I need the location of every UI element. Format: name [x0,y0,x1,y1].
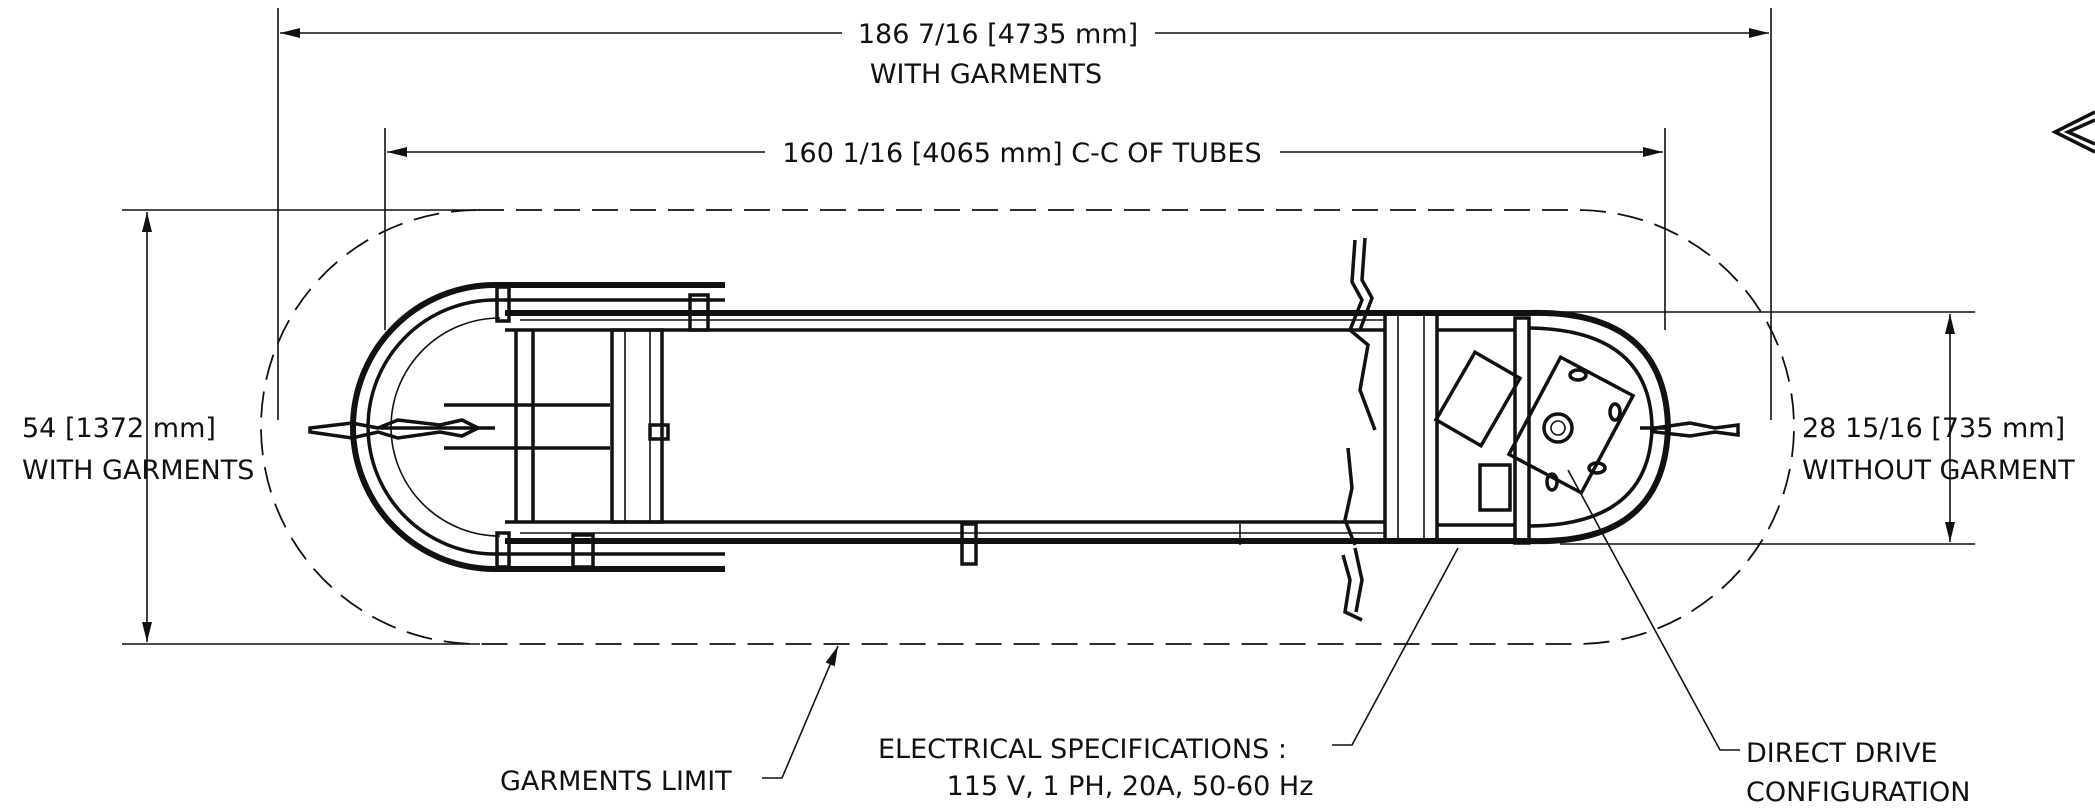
dimension-tube-centers: 160 1/16 [4065 mm] C-C OF TUBES [384,128,1666,330]
direct-drive-label-line2: CONFIGURATION [1746,777,1970,808]
height-without-garments-note: WITHOUT GARMENT [1802,455,2075,486]
dimension-overall-width: 186 7/16 [4735 mm] WITH GARMENTS [277,8,1772,420]
view-symbol-icon [2051,110,2095,154]
garment-hangers [308,237,1740,622]
height-with-garments-note: WITH GARMENTS [22,455,254,486]
height-without-garments-value: 28 15/16 [735 mm] [1802,413,2065,444]
callout-leaders [762,469,1740,779]
dimension-height-with-garments: 54 [1372 mm] WITH GARMENTS [22,209,480,645]
direct-drive-label: DIRECT DRIVE [1746,738,1938,769]
overall-width-value: 186 7/16 [4735 mm] [858,19,1138,50]
garments-limit-label: GARMENTS LIMIT [500,766,732,797]
overall-width-note: WITH GARMENTS [870,59,1102,90]
electrical-spec-title: ELECTRICAL SPECIFICATIONS : [878,734,1287,765]
conveyor-frame [350,282,1672,572]
height-with-garments-value: 54 [1372 mm] [22,413,216,444]
tube-centers-value: 160 1/16 [4065 mm] C-C OF TUBES [782,138,1261,169]
garments-limit-outline [260,209,1795,645]
electrical-spec-value: 115 V, 1 PH, 20A, 50-60 Hz [947,771,1314,802]
dimension-height-without-garments: 28 15/16 [735 mm] WITHOUT GARMENT [1560,311,2075,545]
